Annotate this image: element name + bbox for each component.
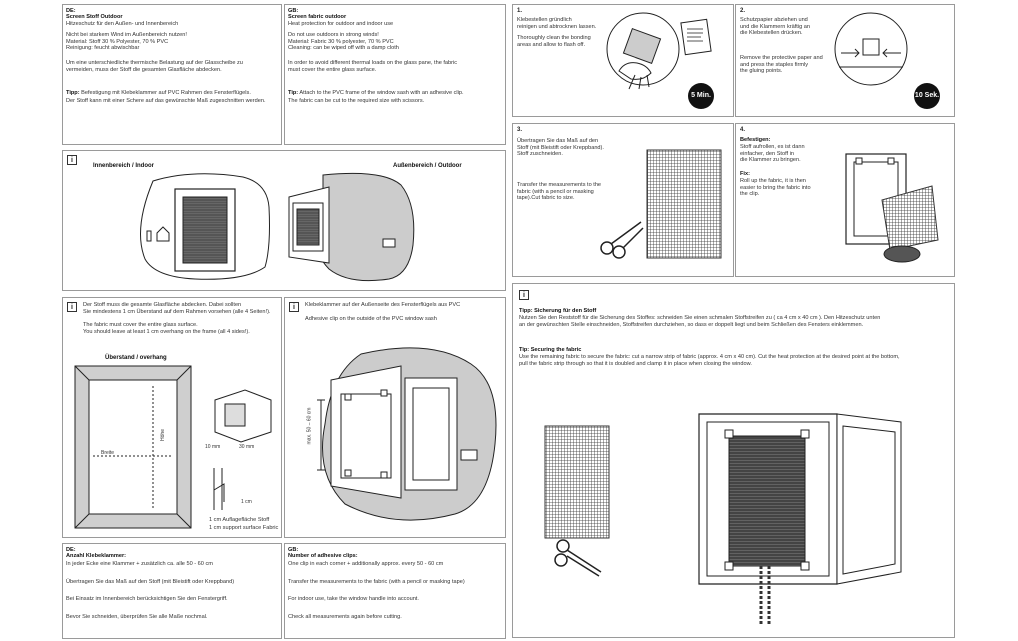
de-product-title: Screen Stoff Outdoor	[66, 14, 123, 20]
support-text-de: 1 cm Auflagefläche Stoff	[209, 517, 270, 523]
secured-window-illustration	[698, 413, 902, 626]
gb-tip-body: Attach to the PVC frame of the window sa…	[298, 89, 464, 96]
de-clips-panel: DE: Anzahl Klebeklammer: In jeder Ecke e…	[62, 543, 282, 639]
dim-30mm: 30 mm	[239, 444, 255, 450]
step-2-panel: 2. Schutzpapier abziehen und und die Kla…	[735, 4, 955, 117]
overhang-text-gb: The fabric must cover the entire glass s…	[83, 322, 250, 335]
clip-text-gb: Adhesive clip on the outside of the PVC …	[305, 316, 437, 322]
gb-cut-text: The fabric can be cut to the required si…	[288, 98, 425, 104]
step-4-title-gb: Fix:	[740, 171, 750, 177]
step-3-text-gb: Transfer the measurements to the fabric …	[517, 182, 602, 202]
step-1-text-de: Klebestellen gründlich reinigen und abtr…	[517, 17, 597, 30]
clip-detail-illustration	[214, 389, 272, 443]
clip-press-illustration	[834, 12, 908, 86]
de-material-text: Nicht bei starkem Wind im Außenbereich n…	[66, 32, 187, 52]
overhang-panel: i Der Stoff muss die gesamte Glasfläche …	[62, 297, 282, 538]
clip-window-illustration	[317, 347, 497, 521]
gb-tip-text: Tip: Attach to the PVC frame of the wind…	[288, 83, 504, 96]
step-4-text-de: Stoff aufrollen, es ist dann einfacher, …	[740, 144, 805, 164]
roll-fabric-illustration	[845, 153, 939, 263]
fabric-mesh-illustration	[646, 149, 722, 259]
de-bottom-title: Anzahl Klebeklammer:	[66, 553, 126, 559]
step-1-number: 1.	[517, 8, 523, 14]
support-text-gb: 1 cm support surface Fabric	[209, 525, 279, 531]
support-detail-illustration	[213, 468, 225, 510]
gb-info-panel: GB: Screen fabric outdoor Heat protectio…	[284, 4, 506, 145]
step-2-text-de: Schutzpapier abziehen und und die Klamme…	[740, 17, 810, 37]
securing-title-de: Tipp: Sicherung für den Stoff	[519, 308, 597, 314]
clip-text-de: Klebeklammer auf der Außenseite des Fens…	[305, 302, 461, 308]
step-2-number: 2.	[740, 8, 746, 14]
indoor-label: Innenbereich / Indoor	[93, 163, 155, 169]
max-distance-label: max. 50 – 60 cm	[306, 407, 313, 445]
gb-tip-label: Tip:	[288, 89, 299, 96]
de-bottom-body1: In jeder Ecke eine Klammer + zusätzlich …	[66, 561, 213, 567]
de-tip-text: Tipp: Befestigung mit Klebeklammer auf P…	[66, 83, 280, 96]
step-4-text-gb: Roll up the fabric, it is then easier to…	[740, 178, 811, 198]
step-4-title-de: Befestigen:	[740, 137, 771, 143]
securing-text-gb: Use the remaining fabric to secure the f…	[519, 354, 900, 367]
cleaning-illustration	[606, 12, 712, 90]
indoor-outdoor-panel: i Innenbereich / Indoor Außenbereich / O…	[62, 150, 506, 291]
gb-lang-label: GB:	[288, 8, 299, 14]
overhang-frame-illustration	[74, 365, 192, 529]
securing-panel: i Tipp: Sicherung für den Stoff Nutzen S…	[512, 283, 955, 638]
gb-product-title: Screen fabric outdoor	[288, 14, 347, 20]
de-bottom-body4: Bevor Sie schneiden, überprüfen Sie alle…	[66, 614, 208, 620]
de-lang-label: DE:	[66, 8, 76, 14]
gb-product-subtitle: Heat protection for outdoor and indoor u…	[288, 21, 394, 27]
securing-text-de: Nutzen Sie den Reststoff für die Sicheru…	[519, 315, 881, 328]
step-4-number: 4.	[740, 127, 746, 133]
gb-bottom-body2: Transfer the measurements to the fabric …	[288, 579, 465, 585]
time-badge-5min: 5 Min.	[688, 83, 714, 109]
gb-thermal-text: In order to avoid different thermal load…	[288, 60, 458, 73]
de-product-subtitle: Hitzeschutz für den Außen- und Innenbere…	[66, 21, 179, 27]
indoor-window-illustration	[140, 173, 270, 280]
securing-title-gb: Tip: Securing the fabric	[519, 347, 582, 353]
gb-bottom-title: Number of adhesive clips:	[288, 553, 358, 559]
fabric-strip-illustration	[544, 425, 610, 539]
height-label: Höhe	[159, 429, 166, 441]
de-bottom-lang: DE:	[66, 547, 76, 553]
step-1-text-gb: Thoroughly clean the bonding areas and a…	[517, 35, 591, 48]
step-2-text-gb: Remove the protective paper and and pres…	[740, 55, 823, 75]
info-icon: i	[519, 290, 529, 300]
step-1-panel: 1. Klebestellen gründlich reinigen und a…	[512, 4, 734, 117]
overhang-heading: Überstand / overhang	[105, 355, 167, 361]
gb-bottom-body3: For indoor use, take the window handle i…	[288, 596, 419, 602]
gb-material-text: Do not use outdoors in strong winds! Mat…	[288, 32, 399, 52]
scissors-icon	[600, 221, 644, 259]
info-icon: i	[289, 302, 299, 312]
overhang-text-de: Der Stoff muss die gesamte Glasfläche ab…	[83, 302, 271, 315]
outdoor-window-illustration	[288, 172, 415, 282]
de-bottom-body2: Übertragen Sie das Maß auf den Stoff (mi…	[66, 579, 235, 585]
de-bottom-body3: Bei Einsatz im Innenbereich berücksichti…	[66, 596, 228, 602]
de-thermal-text: Um eine unterschiedliche thermische Bela…	[66, 60, 243, 73]
info-icon: i	[67, 302, 77, 312]
dim-1cm: 1 cm	[241, 499, 252, 505]
gb-bottom-lang: GB:	[288, 547, 299, 553]
step-3-panel: 3. Übertragen Sie das Maß auf den Stoff …	[512, 123, 734, 277]
step-4-panel: 4. Befestigen: Stoff aufrollen, es ist d…	[735, 123, 955, 277]
outdoor-label: Außenbereich / Outdoor	[393, 163, 462, 169]
dim-10mm: 10 mm	[205, 444, 221, 450]
gb-bottom-body4: Check all measurements again before cutt…	[288, 614, 402, 620]
info-icon: i	[67, 155, 77, 165]
clip-panel: i Klebeklammer auf der Außenseite des Fe…	[284, 297, 506, 538]
de-tip-label: Tipp:	[66, 89, 80, 96]
gb-bottom-body1: One clip in each corner + additionally a…	[288, 561, 444, 567]
time-badge-10sec: 10 Sek.	[914, 83, 940, 109]
gb-clips-panel: GB: Number of adhesive clips: One clip i…	[284, 543, 506, 639]
step-3-number: 3.	[517, 127, 523, 133]
de-tip-body: Befestigung mit Klebeklammer auf PVC Rah…	[79, 89, 251, 96]
step-3-text-de: Übertragen Sie das Maß auf den Stoff (mi…	[517, 138, 604, 158]
scissors-icon	[554, 539, 602, 577]
width-label: Breite	[101, 450, 115, 456]
de-info-panel: DE: Screen Stoff Outdoor Hitzeschutz für…	[62, 4, 282, 145]
de-cut-text: Der Stoff kann mit einer Schere auf das …	[66, 98, 266, 104]
